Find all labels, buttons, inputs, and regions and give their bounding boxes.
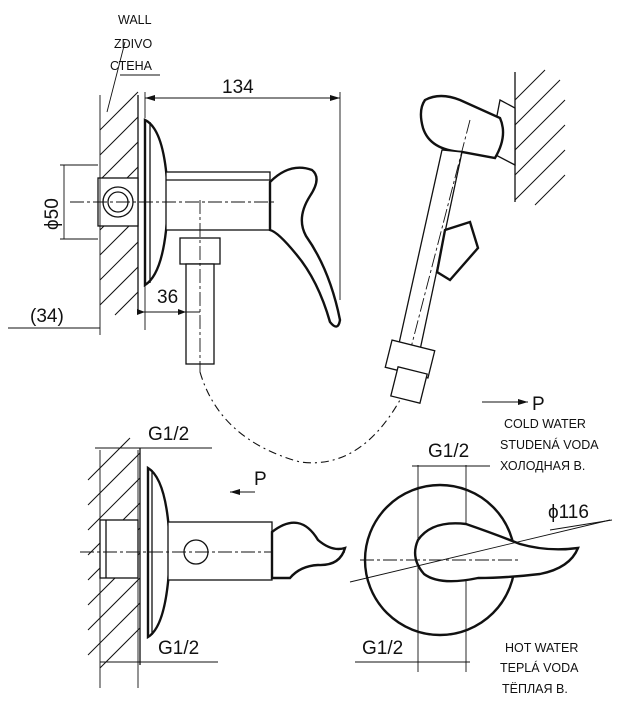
wall-label-en: WALL <box>118 13 152 27</box>
wall-label-ru: СТЕНА <box>110 59 153 73</box>
cold-water-cz: STUDENÁ VODA <box>500 437 599 452</box>
hot-water-cz: TEPLÁ VODA <box>500 660 579 675</box>
side-view-bottom <box>80 437 347 688</box>
dim-length: 134 <box>222 77 254 98</box>
cold-water-en: COLD WATER <box>504 417 586 431</box>
dim-diameter-plate: ϕ116 <box>548 502 589 523</box>
dim-thread-top: G1/2 <box>148 424 189 445</box>
hot-water-en: HOT WATER <box>505 641 578 655</box>
dim-diameter-body: ϕ50 <box>42 198 63 230</box>
wall-label-cz: ZDIVO <box>114 37 152 51</box>
cold-water-ru: ХОЛОДНАЯ В. <box>500 459 585 473</box>
front-view <box>349 399 613 672</box>
dim-thread-front-top: G1/2 <box>428 441 469 462</box>
hot-water-ru: ТЁПЛАЯ В. <box>502 682 568 696</box>
hand-shower <box>384 69 566 404</box>
pressure-side: P <box>254 469 267 490</box>
wall-hatch-shower <box>514 69 566 206</box>
dim-offset: (34) <box>30 306 64 327</box>
dim-thread-side-bottom: G1/2 <box>158 638 199 659</box>
pressure-front: P <box>532 394 545 415</box>
dim-thread-front-bottom: G1/2 <box>362 638 403 659</box>
hose-path <box>199 371 401 464</box>
dim-outlet-offset: 36 <box>157 287 178 308</box>
side-view-top <box>8 41 342 372</box>
